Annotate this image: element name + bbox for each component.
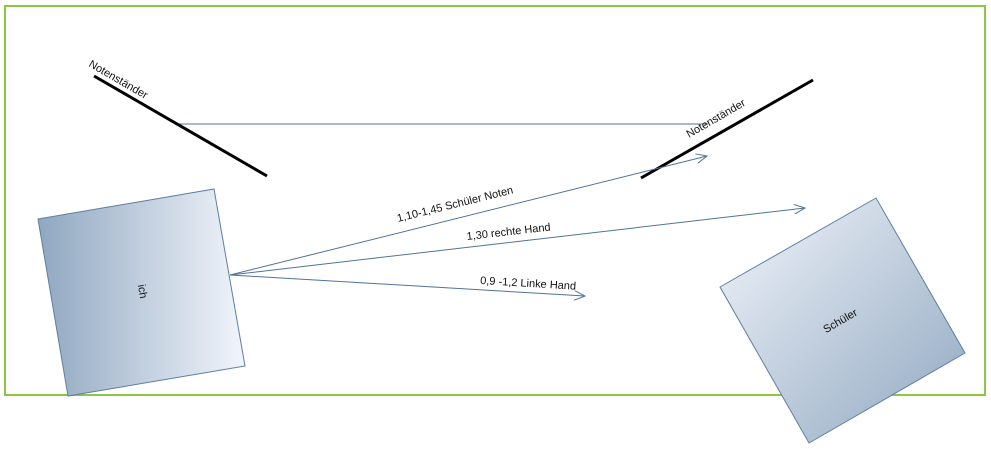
music-stand-left-label: Notenständer bbox=[87, 58, 150, 102]
music-stand-left bbox=[93, 74, 268, 178]
arrow-right-hand bbox=[229, 208, 805, 276]
teacher-label: ich bbox=[135, 284, 149, 300]
arrow-left-hand-label: 0,9 -1,2 Linke Hand bbox=[480, 275, 577, 293]
arrow-right-hand-label: 1,30 rechte Hand bbox=[466, 222, 551, 243]
room-border bbox=[4, 5, 986, 396]
music-stand-right bbox=[640, 78, 814, 180]
student-box: Schüler bbox=[719, 197, 966, 444]
arrow-student-notes bbox=[229, 156, 707, 276]
teacher-box: ich bbox=[37, 188, 246, 397]
arrow-left-hand bbox=[229, 274, 585, 296]
